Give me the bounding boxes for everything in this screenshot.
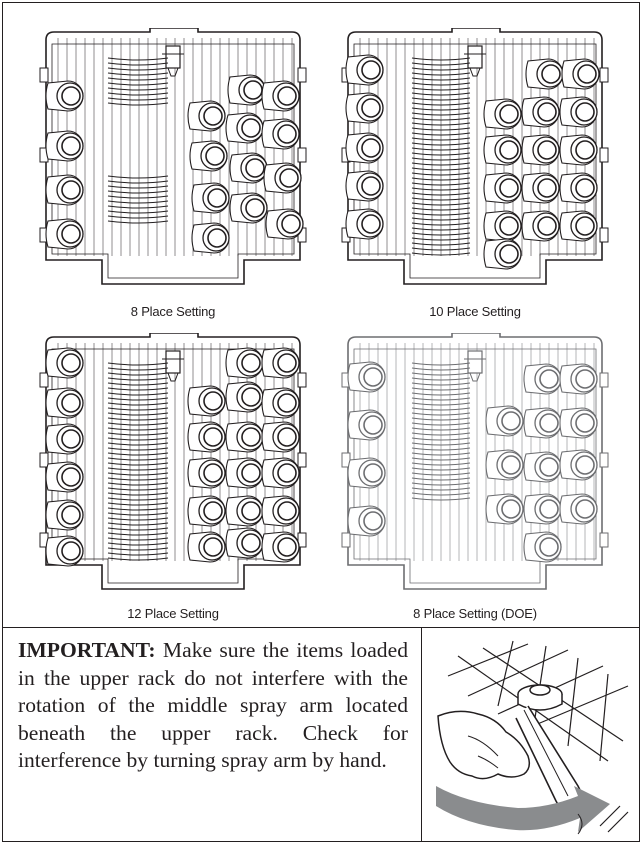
rack-diagram-12-place [38,333,308,603]
section-divider [2,627,640,628]
caption-8-place-doe: 8 Place Setting (DOE) [413,606,537,621]
rack-diagram-8-place [38,28,308,298]
rack-diagram-8-place-doe [340,333,610,603]
column-divider [421,627,422,842]
caption-12-place: 12 Place Setting [127,606,219,621]
important-label: IMPORTANT: [18,638,156,662]
important-text: Make sure the items loaded in the upper … [18,638,408,772]
spray-arm-illustration [428,636,632,841]
caption-10-place: 10 Place Setting [429,304,521,319]
important-note: IMPORTANT: Make sure the items loaded in… [18,637,408,775]
rack-diagram-10-place [340,28,610,298]
caption-8-place: 8 Place Setting [130,304,216,319]
